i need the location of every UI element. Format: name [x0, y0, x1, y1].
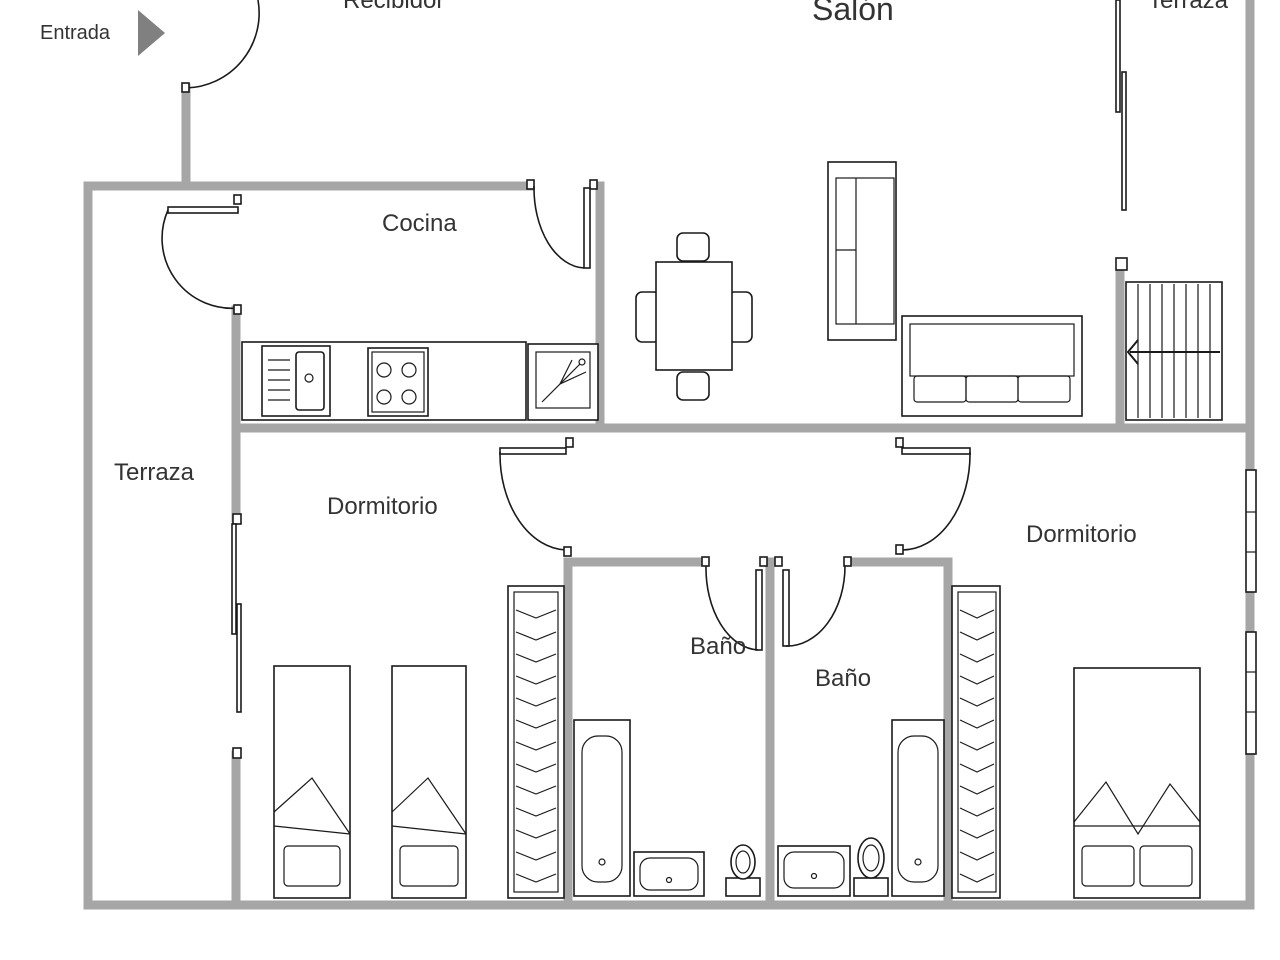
kitchen-counter: [241, 341, 599, 421]
sofa-icon: [901, 315, 1083, 417]
sink-icon: [633, 851, 705, 897]
sink-icon: [777, 845, 851, 897]
doors: [161, 0, 1257, 759]
room-label-bano-right: Baño: [815, 665, 871, 692]
table-icon: [635, 232, 753, 401]
cooktop-icon: [367, 347, 429, 417]
toilet-icon: [725, 844, 761, 897]
room-label-cocina: Cocina: [382, 210, 457, 237]
room-label-recibidor: Recibidor: [343, 0, 444, 14]
bathtub-icon: [891, 719, 945, 897]
room-label-entrada: Entrada: [40, 22, 111, 44]
toilet-icon: [853, 837, 889, 897]
sink-icon: [261, 345, 331, 417]
bathtub-icon: [573, 719, 631, 897]
room-label-terraza-top: Terraza: [1148, 0, 1229, 14]
bed-icon: [1073, 667, 1201, 899]
bed-icon: [273, 665, 351, 899]
stairs-icon: [1125, 281, 1223, 421]
walls: [83, 0, 1255, 910]
room-label-terraza-left: Terraza: [114, 459, 195, 486]
shower-icon: [527, 343, 599, 421]
room-label-salon: Salón: [812, 0, 894, 27]
room-label-bano-left: Baño: [690, 633, 746, 660]
room-labels: Entrada Recibidor Salón Terraza Cocina T…: [40, 0, 1229, 692]
room-label-dormitorio-right: Dormitorio: [1026, 521, 1137, 548]
room-label-dormitorio-left: Dormitorio: [327, 493, 438, 520]
wardrobe-icon: [951, 585, 1001, 899]
wardrobe-icon: [507, 585, 565, 899]
entrance-arrow-icon: [138, 10, 165, 56]
sofa-icon: [827, 161, 897, 341]
bed-icon: [391, 665, 467, 899]
